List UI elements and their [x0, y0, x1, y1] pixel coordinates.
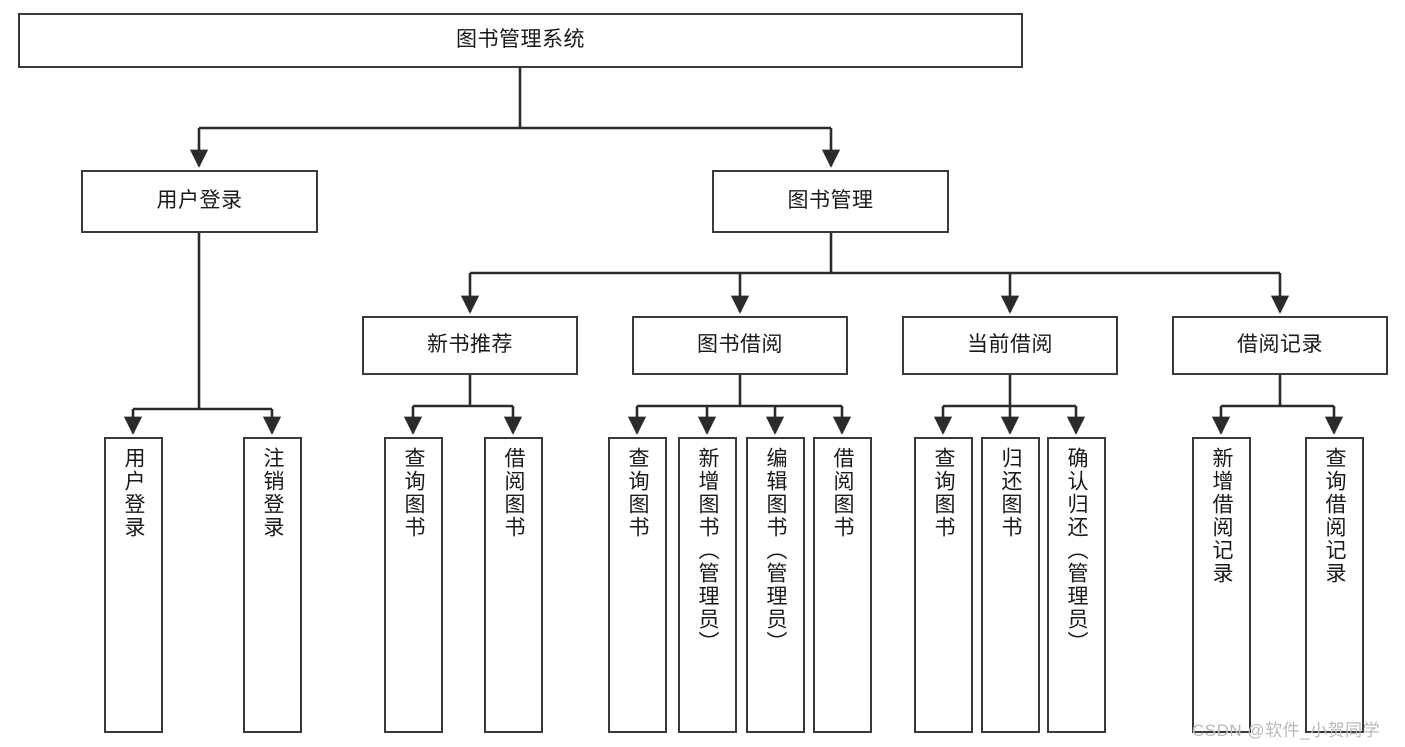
node-leaf-user-login[interactable]: 用户登录	[104, 437, 163, 733]
node-user-login-label: 用户登录	[156, 189, 243, 213]
watermark: CSDN @软件_小贺同学	[1192, 721, 1381, 740]
node-new-book-recommend[interactable]: 新书推荐	[362, 316, 578, 375]
node-leaf-add-book-label: 新增图书（管理员）	[696, 447, 719, 654]
node-leaf-confirm-return-label: 确认归还（管理员）	[1065, 447, 1088, 654]
node-leaf-return-book-label: 归还图书	[999, 447, 1022, 539]
node-root[interactable]: 图书管理系统	[18, 13, 1023, 68]
node-borrow-record[interactable]: 借阅记录	[1172, 316, 1388, 375]
node-leaf-user-login-label: 用户登录	[122, 447, 145, 539]
node-leaf-confirm-return[interactable]: 确认归还（管理员）	[1047, 437, 1106, 733]
node-book-borrow[interactable]: 图书借阅	[632, 316, 848, 375]
node-leaf-query-book-3-label: 查询图书	[932, 447, 955, 539]
node-leaf-query-book-1-label: 查询图书	[402, 447, 425, 539]
node-leaf-query-record-label: 查询借阅记录	[1323, 447, 1346, 585]
node-current-borrow-label: 当前借阅	[967, 333, 1053, 357]
node-leaf-borrow-book-2-label: 借阅图书	[831, 447, 854, 539]
node-leaf-add-record-label: 新增借阅记录	[1210, 447, 1233, 585]
node-leaf-query-record[interactable]: 查询借阅记录	[1305, 437, 1364, 733]
node-leaf-query-book-3[interactable]: 查询图书	[914, 437, 973, 733]
node-current-borrow[interactable]: 当前借阅	[902, 316, 1118, 375]
node-user-login[interactable]: 用户登录	[81, 170, 318, 233]
node-leaf-borrow-book-1[interactable]: 借阅图书	[484, 437, 543, 733]
node-leaf-query-book-2[interactable]: 查询图书	[608, 437, 667, 733]
node-book-management[interactable]: 图书管理	[712, 170, 949, 233]
node-leaf-borrow-book-1-label: 借阅图书	[502, 447, 525, 539]
node-book-borrow-label: 图书借阅	[697, 333, 783, 357]
node-leaf-query-book-1[interactable]: 查询图书	[384, 437, 443, 733]
node-root-label: 图书管理系统	[456, 28, 585, 52]
node-leaf-edit-book-label: 编辑图书（管理员）	[764, 447, 787, 654]
node-leaf-query-book-2-label: 查询图书	[626, 447, 649, 539]
node-leaf-add-record[interactable]: 新增借阅记录	[1192, 437, 1251, 733]
node-leaf-logout-login[interactable]: 注销登录	[243, 437, 302, 733]
node-leaf-edit-book[interactable]: 编辑图书（管理员）	[746, 437, 805, 733]
node-borrow-record-label: 借阅记录	[1237, 333, 1323, 357]
node-leaf-logout-login-label: 注销登录	[261, 447, 284, 539]
node-leaf-add-book[interactable]: 新增图书（管理员）	[678, 437, 737, 733]
node-leaf-return-book[interactable]: 归还图书	[981, 437, 1040, 733]
node-leaf-borrow-book-2[interactable]: 借阅图书	[813, 437, 872, 733]
node-book-management-label: 图书管理	[787, 189, 874, 213]
node-new-book-recommend-label: 新书推荐	[427, 333, 513, 357]
